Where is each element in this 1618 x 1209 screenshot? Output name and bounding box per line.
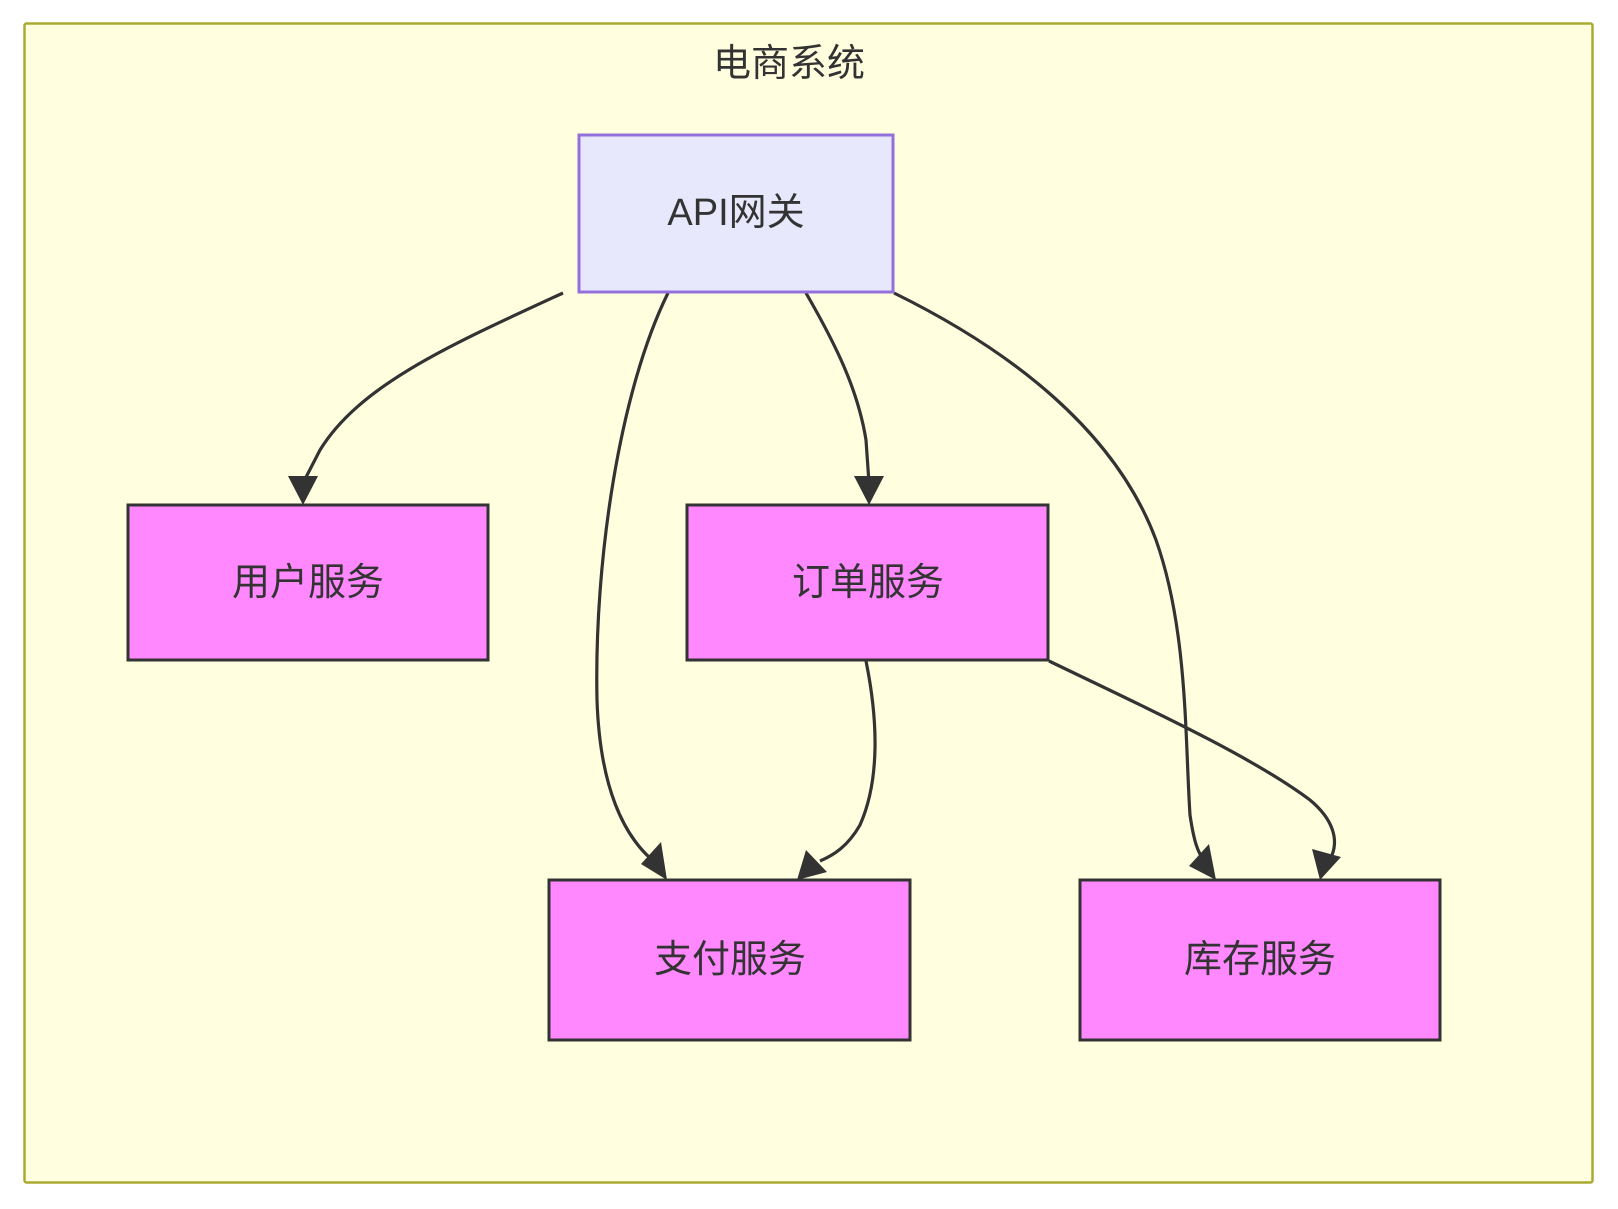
edge-gateway-to-order <box>804 292 884 505</box>
edge-gateway-to-inventory <box>893 291 1216 880</box>
node-inventory-service[interactable]: 库存服务 <box>1078 878 1442 1042</box>
arrowhead-icon <box>1312 849 1341 880</box>
edge-path <box>819 660 877 863</box>
node-label: 用户服务 <box>232 562 384 604</box>
node-payment-service[interactable]: 支付服务 <box>547 878 912 1042</box>
edge-path <box>301 291 564 484</box>
arrowhead-icon <box>797 850 827 880</box>
arrowhead-icon <box>288 476 318 505</box>
edge-order-to-inventory <box>1048 659 1341 880</box>
arrowhead-icon <box>854 476 884 505</box>
edge-gateway-to-payment <box>595 292 670 880</box>
node-label: 订单服务 <box>792 562 944 604</box>
node-box[interactable] <box>577 133 895 294</box>
edge-path <box>595 292 670 860</box>
node-order-service[interactable]: 订单服务 <box>685 503 1050 662</box>
arrowhead-icon <box>1189 844 1216 880</box>
edge-order-to-payment <box>797 660 877 880</box>
cluster-title: 电商系统 <box>713 43 865 85</box>
node-user-service[interactable]: 用户服务 <box>126 503 490 662</box>
node-label: 库存服务 <box>1184 939 1336 981</box>
edge-gateway-to-user <box>288 291 564 505</box>
node-label: 支付服务 <box>654 939 806 981</box>
edge-path <box>893 291 1206 862</box>
node-box[interactable] <box>685 503 1050 662</box>
arrowhead-icon <box>641 842 667 880</box>
edge-path <box>1048 659 1337 856</box>
node-box[interactable] <box>1078 878 1442 1042</box>
node-label: API网关 <box>667 192 804 234</box>
node-box[interactable] <box>126 503 490 662</box>
edge-path <box>804 292 871 484</box>
node-api-gateway[interactable]: API网关 <box>577 133 895 294</box>
node-box[interactable] <box>547 878 912 1042</box>
